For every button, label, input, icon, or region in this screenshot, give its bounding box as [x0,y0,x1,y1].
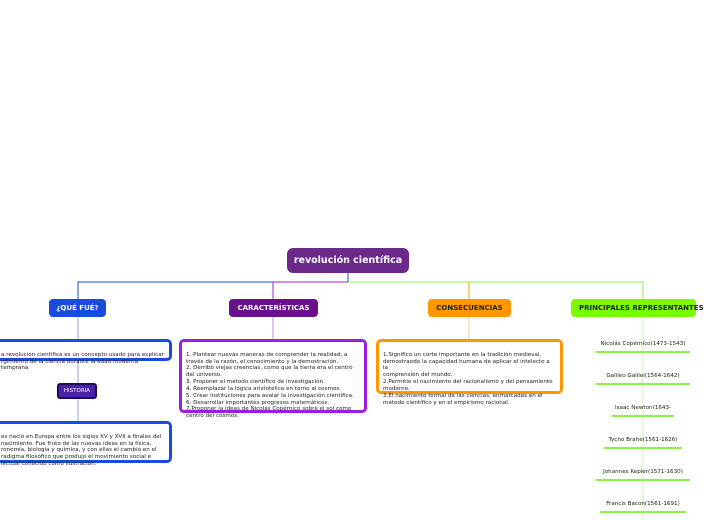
rep-item[interactable]: Francis Bacon(1561-1691) [606,501,680,507]
historia-label: HISTORIA [63,388,91,394]
rep-item[interactable]: Galileo Galilei(1564-1642) [606,373,680,379]
rep-underline [596,383,690,385]
root-node[interactable]: revolución científica [287,248,409,273]
branch-caracteristicas-label: CARACTERÍSTICAS [237,304,310,312]
consecuencias-text: 1.Significo un corte importante en la tr… [383,351,553,406]
rep-item[interactable]: Johannes Kepler(1571-1630) [603,469,683,475]
branch-caracteristicas[interactable]: CARACTERÍSTICAS [229,299,318,317]
rep-underline [604,447,682,449]
branch-representantes-label: PRINCIPALES REPRESENTANTES [579,304,704,312]
consecuencias-text-box[interactable]: 1.Significo un corte importante en la tr… [376,339,563,406]
rep-underline [612,415,674,417]
branch-que-fue-label: ¿QUÉ FUÉ? [56,304,99,312]
caracteristicas-text-box[interactable]: 1. Plantear nuevas maneras de comprender… [179,339,367,419]
rep-item[interactable]: Isaac Newton(1643- [614,405,672,411]
branch-consecuencias[interactable]: CONSECUENCIAS [428,299,511,317]
branch-representantes[interactable]: PRINCIPALES REPRESENTANTES [571,299,704,317]
branch-consecuencias-label: CONSECUENCIAS [436,304,503,312]
que-fue-text: a revolución científica es un concepto u… [1,351,164,372]
historia-node[interactable]: HISTORIA [57,383,97,399]
root-label: revolución científica [293,255,403,266]
rep-item[interactable]: Tycho Brahe(1561-1626) [608,437,678,443]
rep-underline [600,511,686,513]
caracteristicas-text: 1. Plantear nuevas maneras de comprender… [186,351,354,420]
branch-que-fue[interactable]: ¿QUÉ FUÉ? [49,299,106,317]
historia-text-box[interactable]: es nació en Europa entre los siglos XV y… [0,421,172,467]
rep-underline [596,351,690,353]
que-fue-text-box[interactable]: a revolución científica es un concepto u… [0,339,172,371]
historia-text: es nació en Europa entre los siglos XV y… [1,433,162,468]
rep-underline [596,479,690,481]
rep-item[interactable]: Nicolás Copérnico(1473-1543) [600,341,686,347]
